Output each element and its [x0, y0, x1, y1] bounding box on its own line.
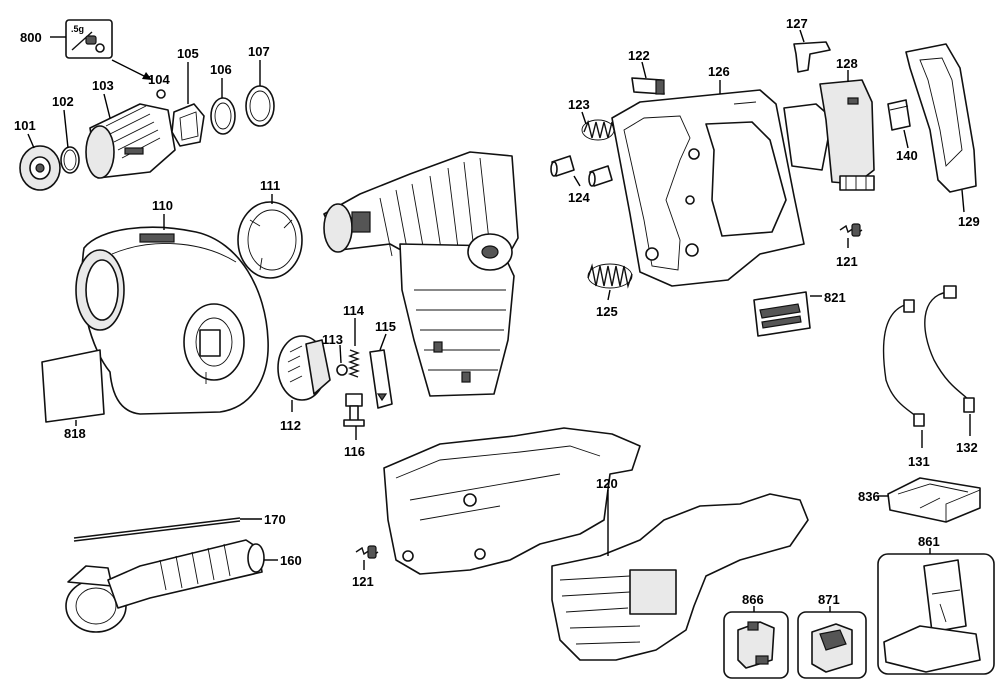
label-821: 821 — [824, 290, 846, 305]
label-836: 836 — [858, 489, 880, 504]
part-126-handle-housing — [611, 89, 805, 287]
part-125-spring — [587, 263, 633, 289]
label-110: 110 — [152, 198, 173, 213]
kit-800-text: .5g — [71, 24, 84, 34]
part-114-spring — [348, 349, 360, 378]
part-132-wire — [924, 285, 975, 413]
label-125: 125 — [596, 304, 618, 319]
part-128-switch — [783, 79, 875, 191]
part-836-tray — [887, 477, 981, 523]
label-106: 106 — [210, 62, 232, 77]
label-160: 160 — [280, 553, 302, 568]
label-818: 818 — [64, 426, 86, 441]
part-111-cover-ring — [237, 201, 303, 279]
label-800: 800 — [20, 30, 42, 45]
part-140-block — [887, 99, 911, 131]
part-160-side-handle — [65, 539, 265, 633]
part-861-case — [877, 553, 995, 675]
label-131: 131 — [908, 454, 930, 469]
part-131-wire — [882, 299, 925, 427]
part-124-bushings — [550, 155, 613, 187]
label-104: 104 — [148, 72, 170, 87]
part-866-battery — [723, 611, 789, 679]
label-861: 861 — [918, 534, 940, 549]
label-132: 132 — [956, 440, 978, 455]
label-101: 101 — [14, 118, 36, 133]
label-114: 114 — [343, 303, 365, 318]
label-127: 127 — [786, 16, 808, 31]
label-120: 120 — [596, 476, 618, 491]
label-107: 107 — [248, 44, 270, 59]
part-107-ring — [245, 85, 275, 127]
part-120-lower-housing-left — [383, 427, 641, 575]
label-111: 111 — [260, 178, 280, 193]
part-103-chuck-sleeve — [85, 103, 176, 179]
part-122-brush — [631, 77, 665, 95]
part-129-handle-cover — [905, 43, 977, 193]
part-121-screw-b — [355, 545, 379, 559]
part-104-ball — [156, 89, 166, 99]
part-800-grease-kit: .5g — [65, 19, 113, 59]
part-101-cap — [19, 145, 61, 191]
part-121-screw-a — [839, 223, 863, 237]
label-112: 112 — [280, 418, 301, 433]
label-124: 124 — [568, 190, 590, 205]
label-140: 140 — [896, 148, 918, 163]
part-116-pin — [343, 393, 365, 427]
label-121-b: 121 — [352, 574, 374, 589]
label-128: 128 — [836, 56, 858, 71]
part-818-label — [41, 349, 105, 423]
part-170-depth-rod — [73, 517, 241, 542]
label-170: 170 — [264, 512, 286, 527]
part-115-latch — [369, 349, 393, 409]
label-102: 102 — [52, 94, 74, 109]
label-126: 126 — [708, 64, 730, 79]
label-113: 113 — [322, 332, 343, 347]
part-120-lower-housing-right — [551, 493, 809, 661]
label-103: 103 — [92, 78, 114, 93]
part-112-selector-knob — [277, 335, 331, 401]
part-110-gear-housing — [75, 226, 269, 415]
label-866: 866 — [742, 592, 764, 607]
part-127-clip — [793, 41, 831, 73]
label-105: 105 — [177, 46, 199, 61]
part-102-ring — [60, 146, 80, 174]
label-871: 871 — [818, 592, 840, 607]
part-motor-assembly — [323, 151, 519, 397]
label-116: 116 — [344, 444, 365, 459]
part-871-charger — [797, 611, 867, 679]
label-121-a: 121 — [836, 254, 858, 269]
label-122: 122 — [628, 48, 650, 63]
part-821-label — [753, 291, 811, 337]
label-115: 115 — [375, 319, 396, 334]
part-106-washer — [210, 97, 236, 135]
part-113-ball — [336, 364, 348, 376]
label-129: 129 — [958, 214, 980, 229]
label-123: 123 — [568, 97, 590, 112]
part-105-holder — [171, 103, 205, 147]
